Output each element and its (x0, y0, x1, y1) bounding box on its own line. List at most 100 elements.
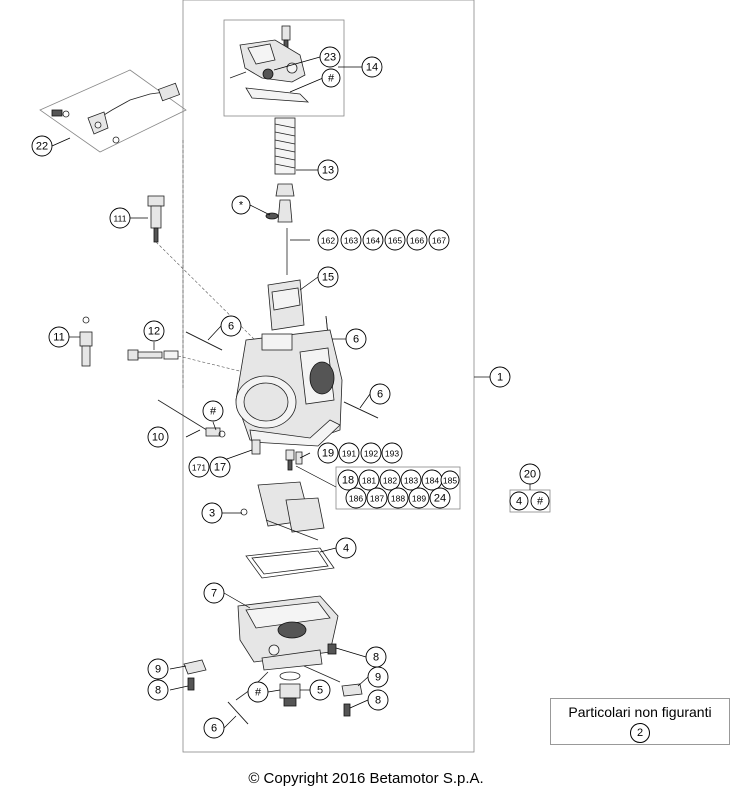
callout-6a: 6 (220, 315, 242, 337)
callout-number: * (239, 200, 244, 212)
choke-plunger-part (157, 399, 226, 438)
callout-185: 185 (440, 470, 460, 490)
legend-label: Particolari non figuranti (568, 704, 712, 720)
callout-circle (48, 326, 70, 348)
callout-number: 182 (383, 476, 397, 486)
callout-circle (247, 681, 269, 703)
callout-star: * (231, 195, 251, 215)
callout-number: 184 (425, 476, 439, 486)
callout-number: 23 (324, 52, 336, 64)
callout-number: # (537, 496, 544, 508)
jet-parts (251, 439, 303, 471)
callout-number: 19 (322, 448, 334, 460)
callout-number: 166 (410, 236, 424, 246)
callout-4b: 4 (509, 491, 529, 511)
callout-163: 163 (340, 229, 362, 251)
callout-number: 18 (342, 475, 354, 487)
callout-circle (209, 456, 231, 478)
callout-number: 12 (148, 326, 160, 338)
legend-number: 2 (630, 723, 650, 743)
callout-circle (338, 442, 360, 464)
callout-circle (317, 159, 339, 181)
callout-8b: 8 (147, 679, 169, 701)
callout-1: 1 (489, 366, 511, 388)
callout-9b: 9 (367, 666, 389, 688)
callout-189: 189 (408, 487, 430, 509)
callout-circle (231, 195, 251, 215)
callout-186: 186 (345, 487, 367, 509)
callout-number: 1 (497, 372, 503, 384)
callout-162: 162 (317, 229, 339, 251)
callout-6c: 6 (369, 383, 391, 405)
callout-circle (147, 679, 169, 701)
callout-187: 187 (366, 487, 388, 509)
callout-number: # (210, 406, 217, 418)
callout-number: 187 (370, 494, 384, 504)
callout-hash_mid: # (202, 400, 224, 422)
callout-hash_r: # (530, 491, 550, 511)
callout-166: 166 (406, 229, 428, 251)
screw-12-part (127, 349, 261, 377)
callout-circle (147, 426, 169, 448)
callout-circle (367, 689, 389, 711)
callout-circle (406, 229, 428, 251)
callout-number: 14 (366, 62, 378, 74)
callout-20: 20 (519, 463, 541, 485)
callout-number: 183 (404, 476, 418, 486)
callout-4: 4 (335, 537, 357, 559)
callout-number: 191 (342, 449, 356, 459)
callout-6d: 6 (203, 717, 225, 739)
callout-number: 164 (366, 236, 380, 246)
callout-8c: 8 (367, 689, 389, 711)
callout-number: 162 (321, 236, 335, 246)
callout-circle (319, 46, 341, 68)
callout-circle (361, 56, 383, 78)
group-box-14 (223, 19, 345, 117)
callout-number: 8 (155, 685, 161, 697)
callout-number: 24 (434, 493, 446, 505)
callout-circle (147, 658, 169, 680)
callout-circle (317, 266, 339, 288)
callout-18: 18 (337, 469, 359, 491)
callout-number: 22 (36, 141, 48, 153)
legend-box: Particolari non figuranti 2 (550, 698, 730, 745)
callout-circle (203, 582, 225, 604)
callout-circle (109, 207, 131, 229)
callout-circle (387, 487, 409, 509)
callout-number: 10 (152, 432, 164, 444)
callout-circle (358, 469, 380, 491)
callout-number: 20 (524, 469, 536, 481)
callout-circle (335, 537, 357, 559)
callout-number: 4 (343, 543, 349, 555)
callout-number: 15 (322, 272, 334, 284)
callout-circle (202, 400, 224, 422)
callout-165: 165 (384, 229, 406, 251)
throttle-cap-part (229, 25, 310, 103)
callout-5: 5 (309, 679, 331, 701)
callout-number: 189 (412, 494, 426, 504)
callout-13: 13 (317, 159, 339, 181)
cable-adjuster-part (51, 82, 181, 144)
callout-number: 192 (364, 449, 378, 459)
callout-171: 171 (188, 456, 210, 478)
carburetor-body-part (235, 329, 343, 447)
callout-3: 3 (201, 502, 223, 524)
callout-circle (400, 469, 422, 491)
callout-number: 9 (375, 672, 381, 684)
screw-11-part (79, 316, 93, 367)
callout-number: 163 (344, 236, 358, 246)
callout-circle (384, 229, 406, 251)
callout-circle (429, 487, 451, 509)
callout-10: 10 (147, 426, 169, 448)
callout-number: 6 (377, 389, 383, 401)
callout-167: 167 (428, 229, 450, 251)
callout-9a: 9 (147, 658, 169, 680)
callout-circle (379, 469, 401, 491)
callout-11: 11 (48, 326, 70, 348)
callout-circle (345, 328, 367, 350)
callout-circle (381, 442, 403, 464)
callout-182: 182 (379, 469, 401, 491)
callout-hash_top: # (321, 68, 341, 88)
callout-17: 17 (209, 456, 231, 478)
